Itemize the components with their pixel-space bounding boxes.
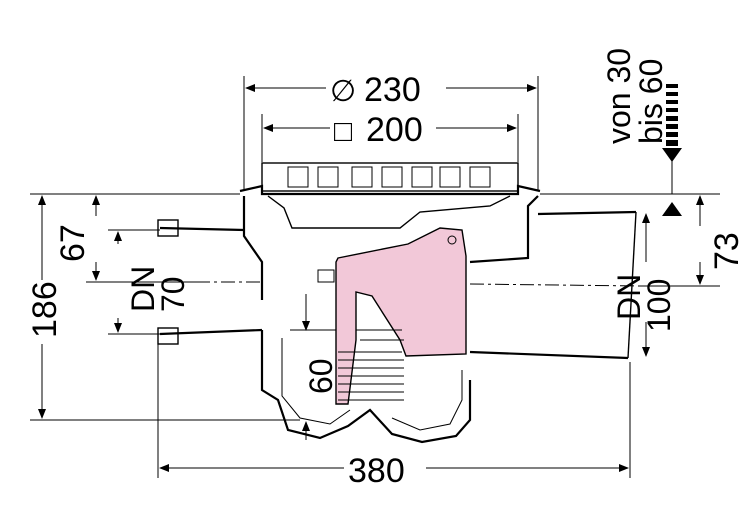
inner-tray [267, 195, 511, 229]
diameter-symbol: ∅ [330, 75, 356, 108]
inlet-dn-value: 70 [155, 276, 191, 312]
square-symbol: □ [334, 115, 353, 148]
right-upper-wall [469, 195, 539, 264]
left-upper-wall [242, 196, 264, 300]
range-line1: von 30 [601, 48, 637, 144]
inlet-socket-top [157, 219, 179, 237]
grate-frame [261, 162, 519, 192]
right-offset: 73 [708, 232, 746, 270]
top-depth: 67 [54, 224, 92, 262]
flange [239, 184, 541, 196]
inlet-dn-label: DN [125, 266, 161, 312]
odour-trap-insert [317, 227, 467, 405]
dimension-labels: ∅ 230 □ 200 380 186 67 DN 70 60 DN 100 7… [26, 48, 746, 490]
outlet-pipe-bottom [469, 350, 629, 360]
square-value: 200 [366, 111, 423, 149]
dimension-lines [30, 76, 720, 478]
arrow-up-icon [662, 202, 682, 216]
diameter-value: 230 [364, 71, 421, 109]
insert-ribs [338, 329, 404, 401]
overall-length: 380 [348, 452, 405, 490]
drain-body [157, 162, 641, 444]
inlet-pipe-bottom [159, 328, 263, 336]
hinge-icon [447, 235, 457, 245]
outlet-dn-label: DN [611, 274, 647, 320]
arrow-down-icon [662, 148, 682, 162]
inlet-pipe-top [159, 226, 245, 232]
left-height: 186 [26, 281, 64, 338]
outlet-pipe-end [627, 211, 637, 359]
seal-height: 60 [303, 358, 339, 394]
inlet-socket-bottom [157, 327, 179, 345]
range-line2: bis 60 [633, 59, 669, 144]
insert-latch [317, 269, 335, 283]
outlet-pipe-top [537, 210, 637, 216]
insert-body [335, 227, 467, 405]
bowl [260, 330, 472, 444]
grate-slots [287, 166, 491, 188]
outlet-dn-value: 100 [641, 279, 677, 332]
